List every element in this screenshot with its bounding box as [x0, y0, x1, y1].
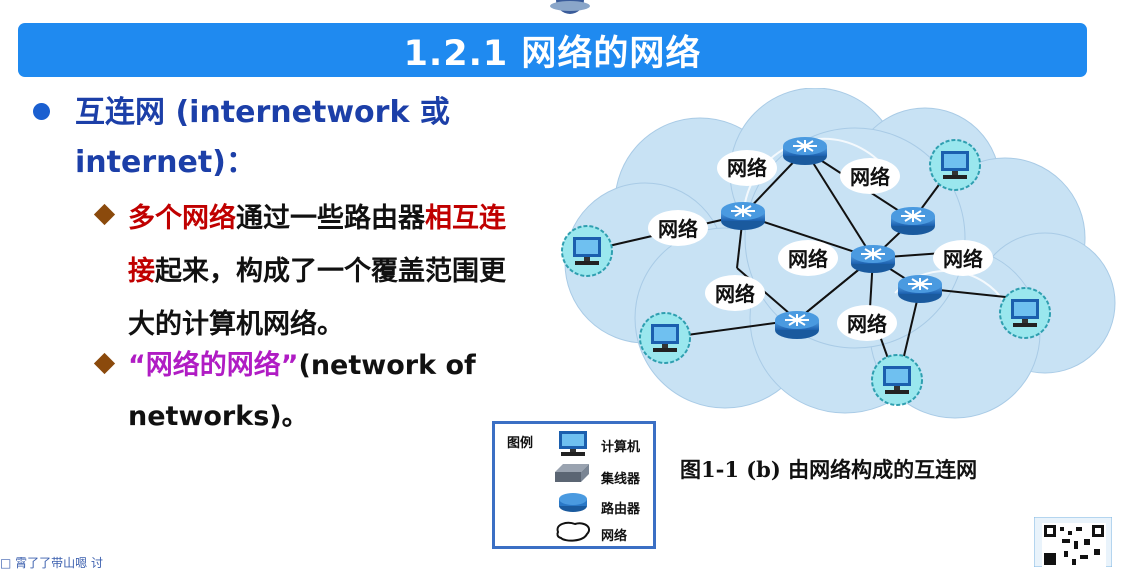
text-larger-network: 起来，构成了一个覆盖范围更大的计算机网络。: [128, 256, 506, 340]
router-icon: [720, 201, 766, 231]
text-via-routers: 通过一些路由器: [236, 203, 425, 234]
qr-code-icon: [1034, 517, 1112, 567]
router-icon: [850, 244, 896, 274]
bullet-internetwork: 互连网 (internetwork 或 internet)：: [75, 95, 450, 180]
router-icon: [774, 310, 820, 340]
text-interconnected: 相互连接: [128, 203, 506, 287]
network-label: 网络: [847, 312, 887, 336]
network-label: 网络: [727, 156, 767, 180]
page-title: 1.2.1 网络的网络: [403, 33, 702, 74]
router-icon: [890, 206, 936, 236]
cloud-background: [564, 88, 1116, 419]
sub-bullet-network-of-networks: “网络的网络”(network of networks)。: [128, 340, 508, 442]
title-bar: 1.2.1 网络的网络: [18, 23, 1087, 77]
diamond-bullet-icon: [93, 203, 116, 226]
computer-icon: [999, 287, 1051, 339]
logo-icon: [550, 0, 590, 14]
text-network-of-networks-en: (network of networks)。: [128, 350, 476, 432]
router-icon: [897, 274, 943, 304]
router-icon: [559, 493, 587, 512]
figure-caption: 图1-1 (b) 由网络构成的互连网: [680, 457, 978, 482]
watermark: □ 霄了了带山嗯 讨: [0, 556, 103, 570]
sub-bullet-definition: 多个网络通过一些路由器相互连接起来，构成了一个覆盖范围更大的计算机网络。: [128, 192, 508, 351]
legend-title: 图例: [507, 436, 534, 451]
legend-label-network: 网络: [601, 529, 628, 544]
network-label: 网络: [658, 217, 698, 241]
network-label: 网络: [850, 165, 890, 189]
text-multiple-networks: 多个网络: [128, 203, 236, 234]
computer-icon: [871, 354, 923, 406]
computer-icon: [639, 312, 691, 364]
legend: 图例 计算机 集线器 路由器 网络: [492, 421, 656, 549]
network-cloud-icon: [556, 521, 591, 542]
text-network-of-networks-quote: “网络的网络”: [128, 350, 299, 381]
legend-label-hub: 集线器: [601, 472, 641, 487]
router-icon: [782, 136, 828, 166]
computer-icon: [561, 225, 613, 277]
computer-icon: [929, 139, 981, 191]
hub-icon: [555, 464, 589, 482]
bullet-dot: [33, 103, 50, 120]
legend-label-computer: 计算机: [601, 440, 641, 455]
network-label: 网络: [788, 247, 828, 271]
network-label: 网络: [715, 282, 755, 306]
legend-label-router: 路由器: [601, 502, 641, 517]
network-label: 网络: [943, 247, 983, 271]
internet-diagram: 网络 网络 网络 网络 网络 网络 网络: [561, 88, 1116, 419]
diamond-bullet-icon: [93, 352, 116, 375]
computer-icon: [559, 431, 587, 456]
